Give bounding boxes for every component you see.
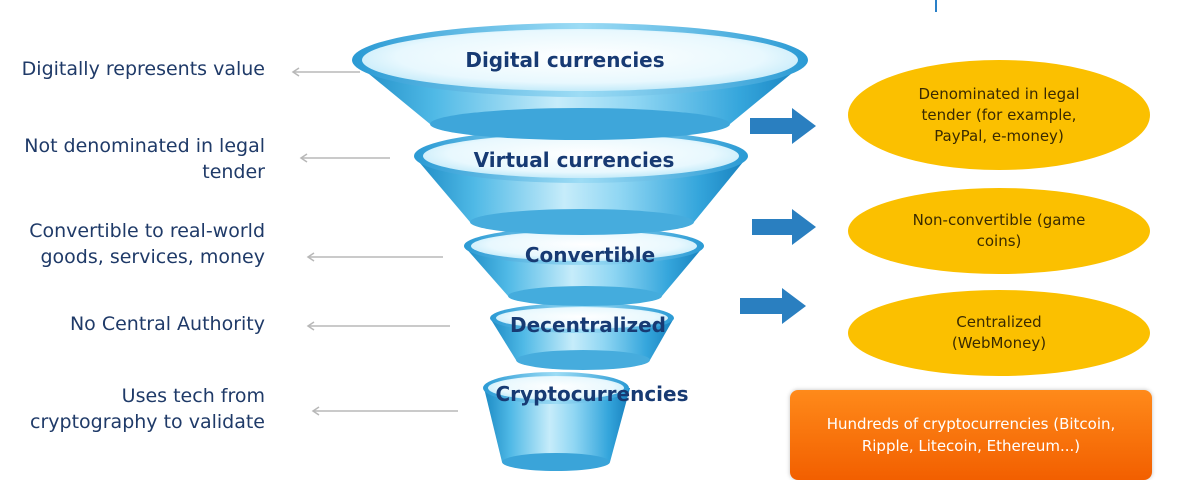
right-arrow-icon xyxy=(752,209,816,245)
tier-label-convertible: Convertible xyxy=(524,243,656,267)
category-line: tender (for example, xyxy=(921,105,1077,124)
tier-label-digital: Digital currencies xyxy=(465,48,665,72)
tier-label-virtual: Virtual currencies xyxy=(473,148,675,172)
description-line: goods, services, money xyxy=(40,246,266,268)
description-line: No Central Authority xyxy=(69,313,265,335)
left-arrow-icon xyxy=(290,67,360,77)
left-arrow-icon xyxy=(305,252,443,262)
corner-divider xyxy=(935,0,937,12)
right-arrow-icon xyxy=(750,108,816,144)
description-crypto: Uses tech from cryptography to validate xyxy=(30,383,265,435)
tier-label-decentralized: Decentralized xyxy=(510,313,666,337)
category-non-convertible: Non-convertible (game coins) xyxy=(848,188,1150,274)
category-line: Non-convertible (game xyxy=(912,211,1086,229)
category-line: coins) xyxy=(976,232,1022,250)
funnel-tier-convertible xyxy=(464,227,704,306)
funnel-tier-cryptocurrencies xyxy=(483,372,630,471)
category-line: (WebMoney) xyxy=(951,334,1047,352)
description-line: tender xyxy=(202,161,265,183)
category-centralized: Centralized (WebMoney) xyxy=(848,290,1150,376)
description-line: Uses tech from xyxy=(121,385,265,407)
left-arrow-icon xyxy=(298,153,390,163)
left-arrow-icon xyxy=(310,406,458,416)
description-line: Digitally represents value xyxy=(21,58,265,80)
category-line: Ripple, Litecoin, Ethereum...) xyxy=(861,437,1081,455)
description-convertible: Convertible to real-world goods, service… xyxy=(29,218,265,270)
category-line: Hundreds of cryptocurrencies (Bitcoin, xyxy=(826,415,1116,433)
funnel-tier-decentralized xyxy=(490,303,674,370)
category-cryptocurrencies-examples: Hundreds of cryptocurrencies (Bitcoin, R… xyxy=(790,390,1152,480)
category-line: Centralized xyxy=(956,313,1042,331)
description-line: cryptography to validate xyxy=(30,411,265,433)
left-arrow-icon xyxy=(305,321,450,331)
category-legal-tender: Denominated in legal tender (for example… xyxy=(848,60,1150,170)
category-line: PayPal, e-money) xyxy=(934,126,1064,145)
description-line: Convertible to real-world xyxy=(29,220,265,242)
description-decentralized: No Central Authority xyxy=(70,311,265,337)
description-digital: Digitally represents value xyxy=(22,56,265,82)
right-arrow-icon xyxy=(740,288,806,324)
tier-label-cryptocurrencies: Cryptocurrencies xyxy=(495,382,689,406)
description-line: Not denominated in legal xyxy=(24,135,265,157)
funnel-tier-digital xyxy=(352,23,808,140)
funnel-tier-virtual xyxy=(414,129,748,235)
description-virtual: Not denominated in legal tender xyxy=(24,133,265,185)
category-line: Denominated in legal xyxy=(918,84,1080,103)
